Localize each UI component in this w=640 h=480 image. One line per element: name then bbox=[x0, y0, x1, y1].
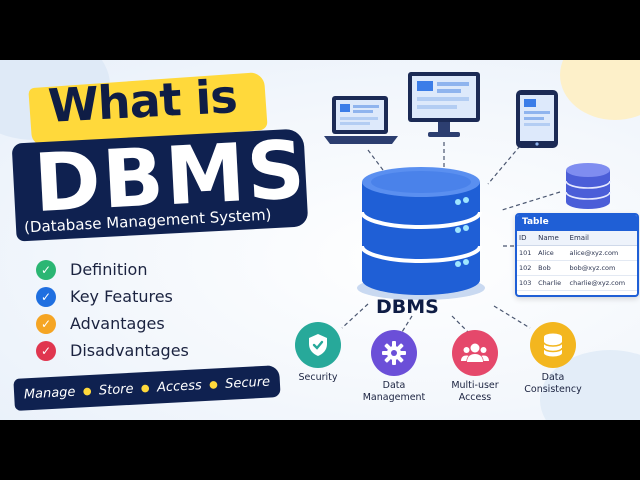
laptop-icon bbox=[324, 96, 398, 144]
table-cell: bob@xyz.com bbox=[567, 260, 637, 276]
table-cell: 101 bbox=[517, 245, 537, 261]
feature-badge bbox=[452, 330, 498, 376]
check-icon: ✓ bbox=[36, 259, 56, 280]
table-grid: ID Name Email 101 Alice alice@xyz.com 10… bbox=[517, 231, 637, 291]
thumbnail-canvas: What is DBMS (Database Management System… bbox=[0, 60, 640, 420]
table-cell: alice@xyz.com bbox=[567, 245, 637, 261]
table-row: 103 Charlie charlie@xyz.com bbox=[517, 275, 637, 291]
checklist-item: ✓ Definition bbox=[36, 256, 189, 283]
table-cell: Bob bbox=[536, 260, 568, 276]
feature-data-management: Data Management bbox=[349, 330, 439, 404]
feature-badge bbox=[371, 330, 417, 376]
table-cell: charlie@xyz.com bbox=[567, 275, 637, 291]
feature-badge bbox=[530, 322, 576, 368]
feature-label: Security bbox=[298, 372, 338, 383]
check-icon: ✓ bbox=[36, 340, 56, 361]
shield-check-icon bbox=[309, 334, 327, 356]
gear-icon bbox=[382, 341, 406, 365]
checklist-item: ✓ Disadvantages bbox=[36, 337, 189, 364]
tablet-icon bbox=[516, 90, 558, 148]
table-cell: 102 bbox=[517, 260, 537, 276]
feature-data-consistency: Data Consistency bbox=[508, 322, 598, 396]
checklist-label: Definition bbox=[70, 260, 148, 279]
users-icon bbox=[461, 343, 489, 362]
table-row: 101 Alice alice@xyz.com bbox=[517, 245, 637, 261]
database-icon bbox=[565, 163, 611, 209]
table-cell: Alice bbox=[536, 245, 568, 261]
feature-multi-user: Multi-user Access bbox=[430, 330, 520, 404]
feature-badge bbox=[295, 322, 341, 368]
feature-security: Security bbox=[273, 322, 363, 384]
feature-label: Data Consistency bbox=[524, 372, 582, 395]
table-header: Email bbox=[567, 231, 637, 246]
checklist-label: Disadvantages bbox=[70, 341, 189, 360]
connector-lines bbox=[341, 142, 561, 333]
table-title: Table bbox=[517, 215, 637, 231]
checklist-item: ✓ Advantages bbox=[36, 310, 189, 337]
monitor-icon bbox=[408, 72, 480, 137]
table-cell: Charlie bbox=[536, 275, 568, 291]
main-database-icon bbox=[357, 167, 485, 300]
feature-label: Multi-user Access bbox=[451, 380, 499, 403]
feature-label: Data Management bbox=[362, 380, 426, 403]
checklist-label: Advantages bbox=[70, 314, 165, 333]
database-label: DBMS bbox=[376, 296, 439, 318]
check-icon: ✓ bbox=[36, 313, 56, 334]
table-header: Name bbox=[536, 231, 568, 246]
checklist-item: ✓ Key Features bbox=[36, 283, 189, 310]
table-cell: 103 bbox=[517, 275, 537, 291]
topic-checklist: ✓ Definition ✓ Key Features ✓ Advantages… bbox=[36, 256, 189, 364]
checklist-label: Key Features bbox=[70, 287, 173, 306]
table-row: 102 Bob bob@xyz.com bbox=[517, 260, 637, 276]
table-header: ID bbox=[517, 231, 537, 246]
check-icon: ✓ bbox=[36, 286, 56, 307]
sample-table: Table ID Name Email 101 Alice alice@xyz.… bbox=[515, 213, 639, 297]
database-icon bbox=[543, 333, 563, 357]
